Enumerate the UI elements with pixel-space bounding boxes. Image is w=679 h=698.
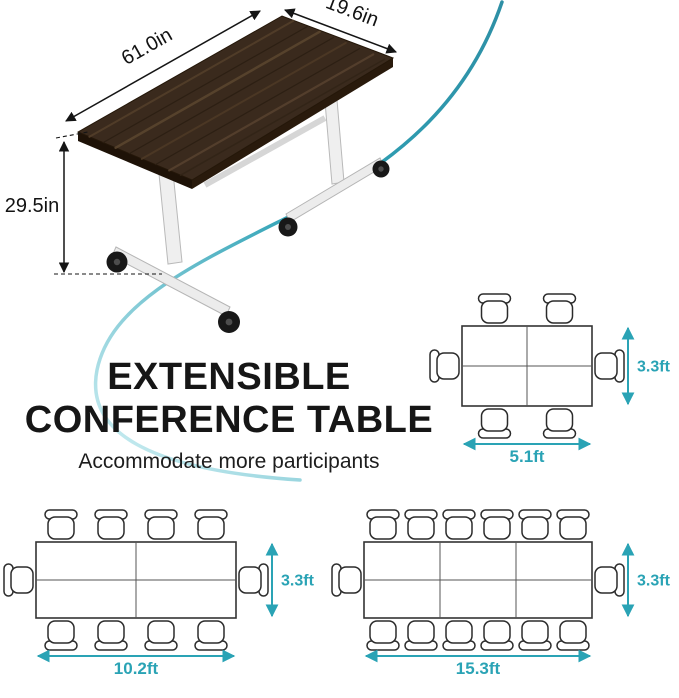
headline-line1: EXTENSIBLE — [107, 356, 351, 398]
height-dimension-label: 29.5in — [5, 195, 60, 217]
chair-icon — [94, 509, 128, 540]
chair-icon — [3, 563, 34, 597]
layout-diagram-14-seat: 3.3ft 15.3ft — [331, 509, 671, 678]
width-label: 5.1ft — [510, 447, 545, 466]
chair-icon — [594, 563, 625, 597]
chair-icon — [404, 620, 438, 651]
chair-icon — [94, 620, 128, 651]
chair-icon — [194, 509, 228, 540]
chair-icon — [480, 509, 514, 540]
chair-icon — [477, 408, 512, 439]
chair-icon — [366, 620, 400, 651]
chair-icon — [366, 509, 400, 540]
headline-line2: CONFERENCE TABLE — [24, 399, 434, 442]
chair-icon — [594, 349, 625, 383]
layout-diagram-10-seat: 3.3ft 10.2ft — [3, 509, 315, 678]
table-outline — [461, 325, 593, 407]
caster-wheel — [278, 217, 298, 237]
table-outline — [35, 541, 237, 619]
chair-icon — [44, 509, 78, 540]
chair-icon — [556, 509, 590, 540]
tabletop — [76, 15, 395, 189]
chair-icon — [429, 349, 460, 383]
depth-arrow — [284, 8, 397, 54]
chair-icon — [480, 620, 514, 651]
width-label: 15.3ft — [456, 659, 501, 678]
headline-block: EXTENSIBLE CONFERENCE TABLE Accommodate … — [0, 356, 458, 474]
height-label: 3.3ft — [281, 573, 315, 590]
chair-icon — [442, 509, 476, 540]
layout-diagram-6-seat: 3.3ft 5.1ft — [429, 293, 671, 466]
caster-wheel — [106, 251, 128, 273]
chair-icon — [404, 509, 438, 540]
chair-icon — [144, 509, 178, 540]
chair-icon — [518, 620, 552, 651]
table-outline — [363, 541, 593, 619]
chair-icon — [44, 620, 78, 651]
caster-wheel — [218, 311, 240, 333]
chair-icon — [442, 620, 476, 651]
table-legs — [106, 87, 390, 333]
chair-icon — [556, 620, 590, 651]
chair-icon — [477, 293, 512, 324]
width-label: 10.2ft — [114, 659, 159, 678]
chair-icon — [518, 509, 552, 540]
depth-dimension-label: 19.6in — [323, 0, 382, 31]
chair-icon — [238, 563, 269, 597]
chair-icon — [331, 563, 362, 597]
height-label: 3.3ft — [637, 573, 671, 590]
chair-icon — [194, 620, 228, 651]
chair-icon — [542, 293, 577, 324]
chair-icon — [542, 408, 577, 439]
caster-wheel — [372, 160, 390, 178]
height-label: 3.3ft — [637, 359, 671, 376]
headline-subtitle: Accommodate more participants — [78, 449, 380, 473]
table-illustration: 61.0in 19.6in 29.5in — [5, 0, 504, 482]
length-arrow — [65, 10, 261, 122]
chair-icon — [144, 620, 178, 651]
